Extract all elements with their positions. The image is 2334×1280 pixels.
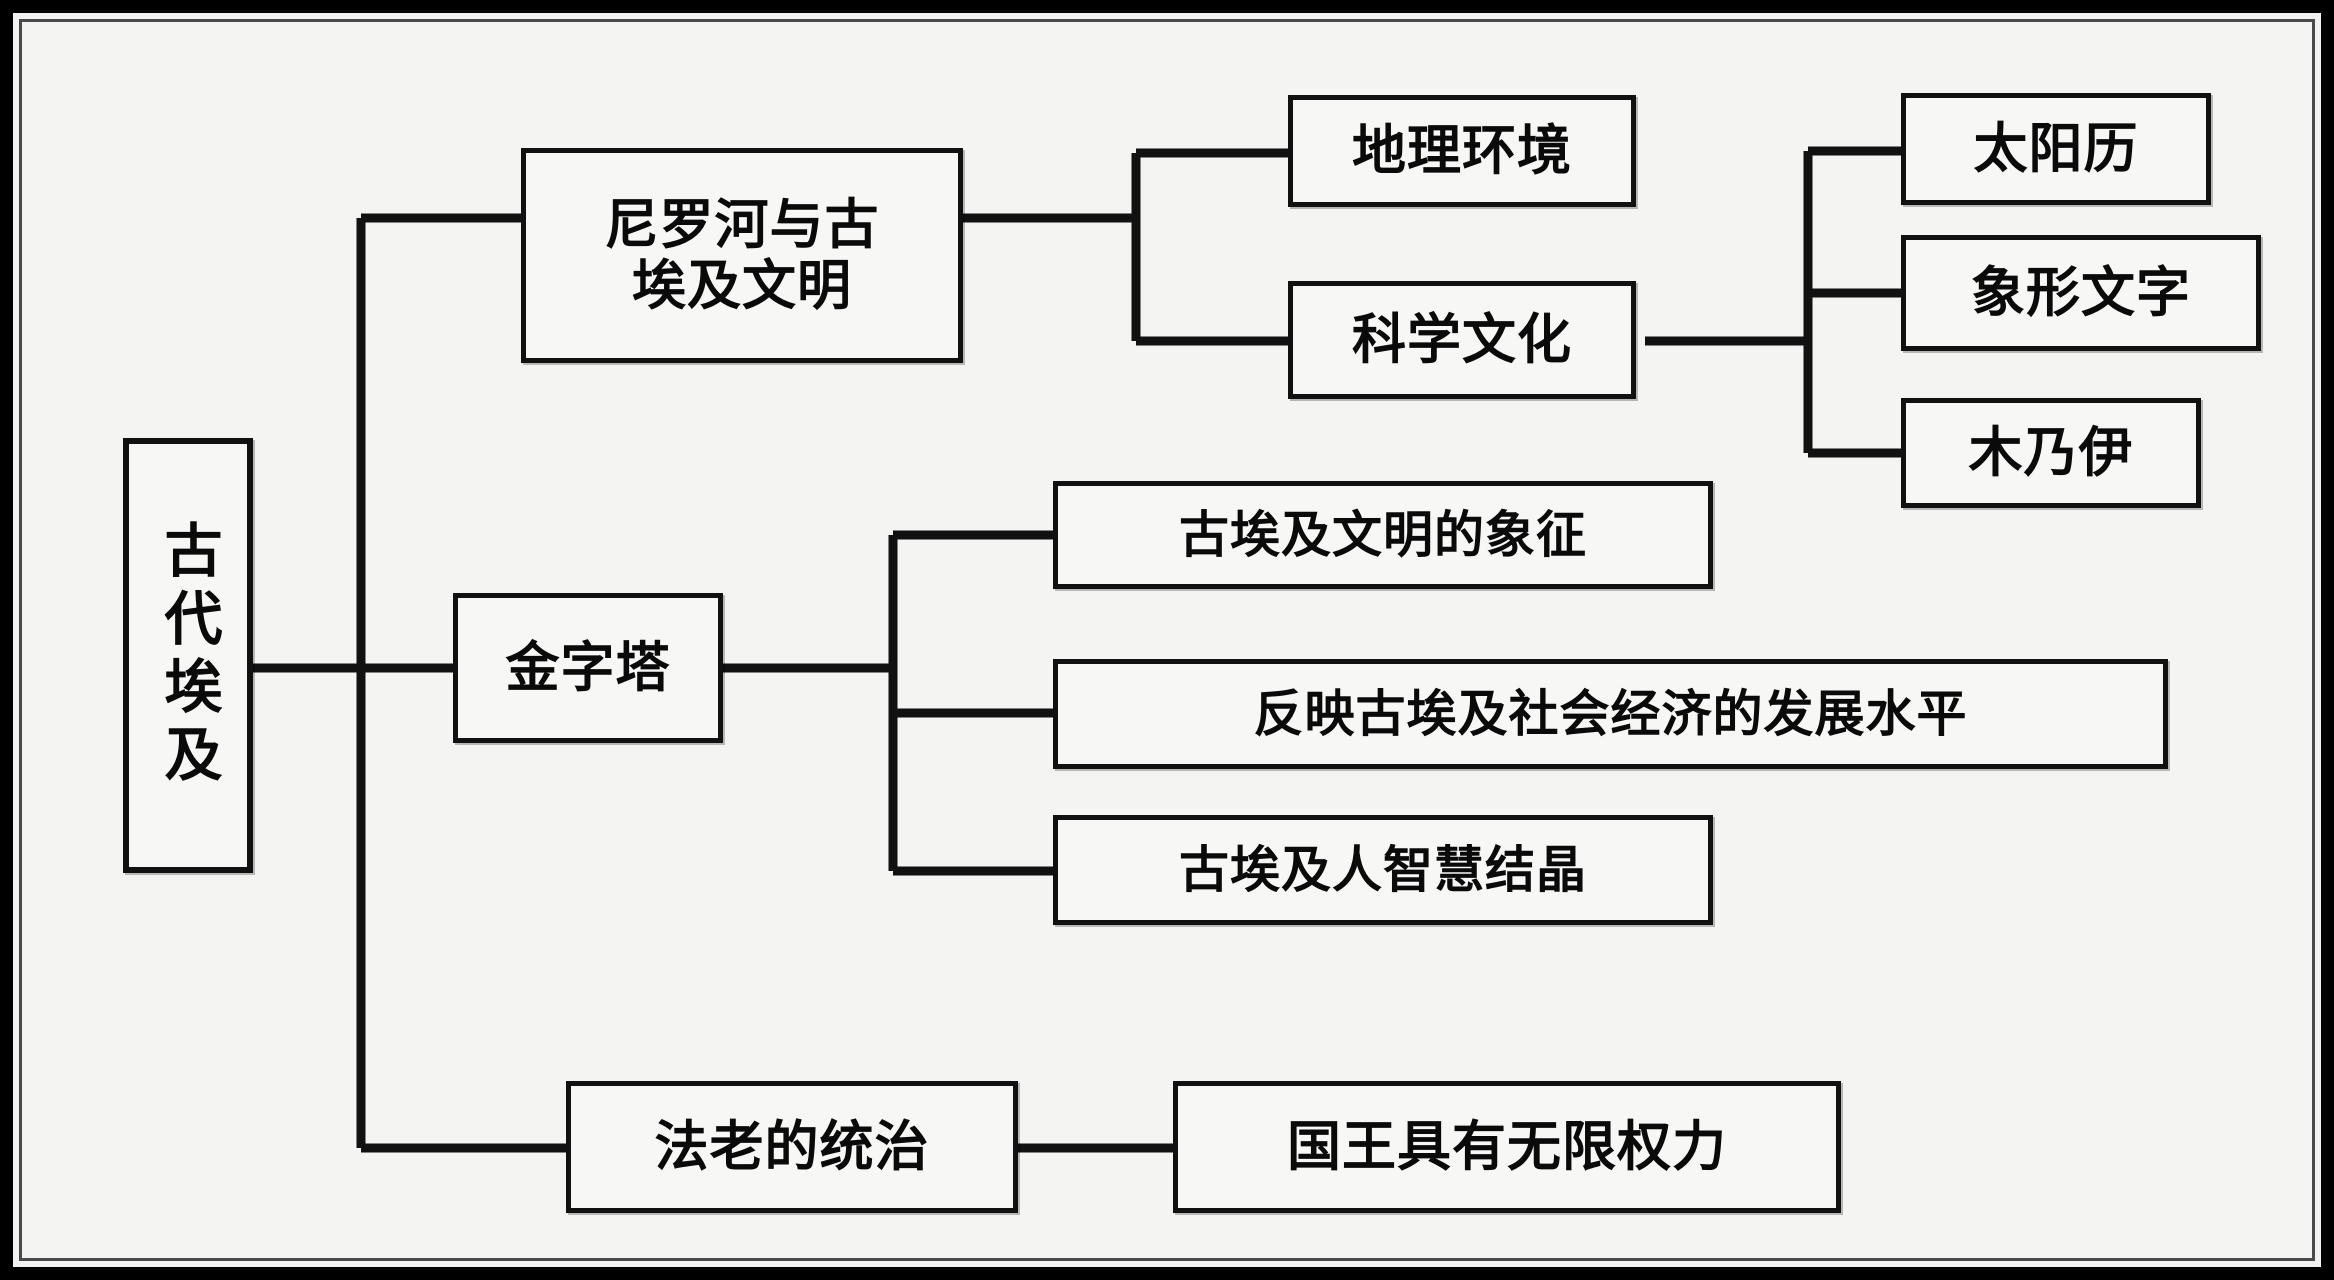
node-hieroglyphs[interactable]: 象形文字 <box>1901 235 2261 351</box>
node-geographic-environment[interactable]: 地理环境 <box>1288 95 1636 207</box>
node-hieroglyphs-label: 象形文字 <box>1971 260 2191 324</box>
node-solar-calendar[interactable]: 太阳历 <box>1901 93 2211 205</box>
node-mummy[interactable]: 木乃伊 <box>1901 398 2201 508</box>
node-king-unlimited-power[interactable]: 国王具有无限权力 <box>1173 1081 1841 1213</box>
picture-frame-inner-border <box>19 19 2315 1261</box>
node-science-culture-label: 科学文化 <box>1352 307 1572 371</box>
node-branch3-pharaoh-rule-label: 法老的统治 <box>654 1114 930 1178</box>
node-symbol-of-egyptian-civilization-label: 古埃及文明的象征 <box>1179 506 1587 564</box>
node-mummy-label: 木乃伊 <box>1968 420 2134 484</box>
node-branch2-pyramid[interactable]: 金字塔 <box>453 593 723 743</box>
node-king-unlimited-power-label: 国王具有无限权力 <box>1287 1114 1727 1178</box>
node-branch3-pharaoh-rule[interactable]: 法老的统治 <box>566 1081 1018 1213</box>
node-solar-calendar-label: 太阳历 <box>1973 116 2139 180</box>
node-symbol-of-egyptian-civilization[interactable]: 古埃及文明的象征 <box>1053 481 1713 589</box>
mindmap-canvas: 古代埃及 尼罗河与古 埃及文明 地理环境 科学文化 太阳历 象形文字 木乃伊 金… <box>13 13 2321 1267</box>
node-science-culture[interactable]: 科学文化 <box>1288 281 1636 399</box>
node-branch2-pyramid-label: 金字塔 <box>505 635 671 699</box>
node-geographic-environment-label: 地理环境 <box>1352 118 1572 182</box>
node-reflects-social-economic-level[interactable]: 反映古埃及社会经济的发展水平 <box>1053 659 2168 769</box>
node-branch1-nile-civilization[interactable]: 尼罗河与古 埃及文明 <box>521 148 963 363</box>
node-root-label: 古代埃及 <box>154 519 223 792</box>
node-crystallization-of-wisdom-label: 古埃及人智慧结晶 <box>1179 841 1587 899</box>
node-reflects-social-economic-level-label: 反映古埃及社会经济的发展水平 <box>1253 685 1968 743</box>
node-branch1-label: 尼罗河与古 埃及文明 <box>604 193 880 317</box>
node-crystallization-of-wisdom[interactable]: 古埃及人智慧结晶 <box>1053 815 1713 925</box>
node-root[interactable]: 古代埃及 <box>123 438 253 873</box>
